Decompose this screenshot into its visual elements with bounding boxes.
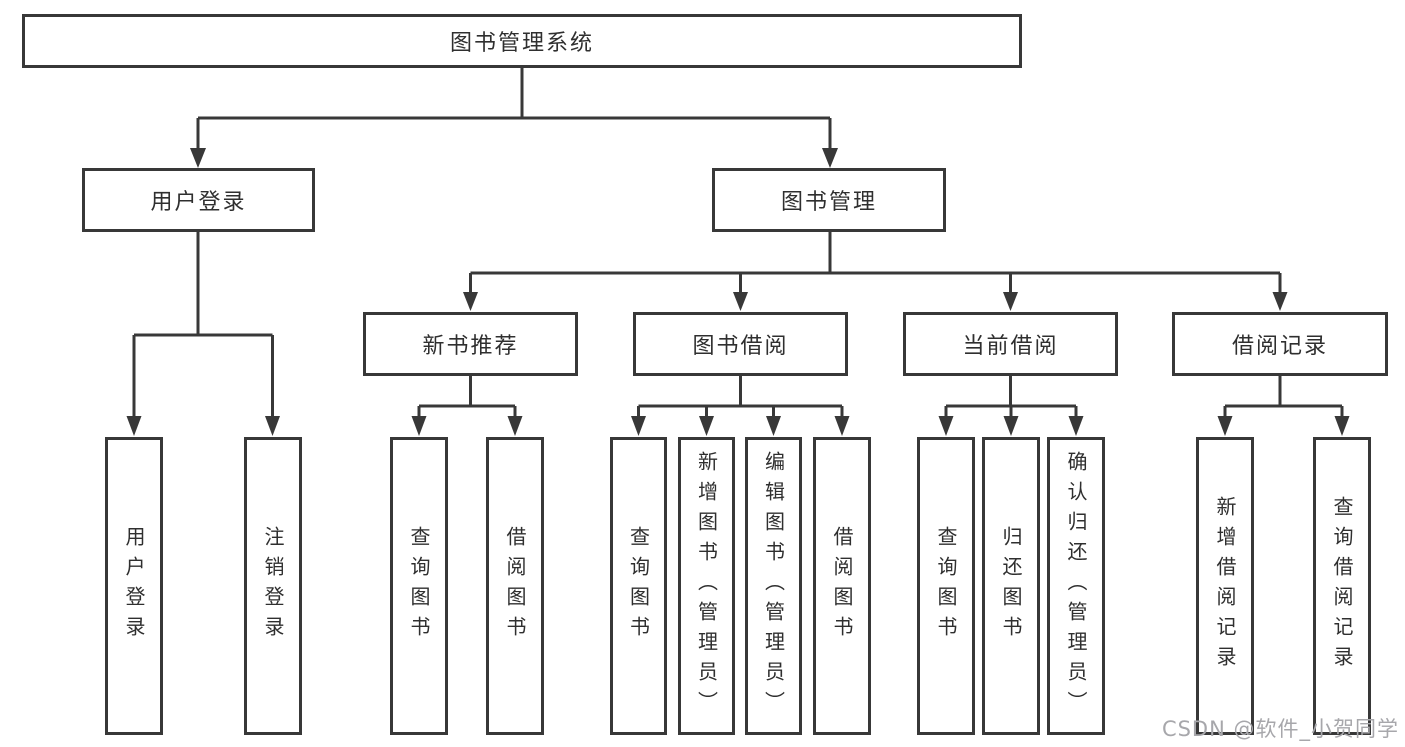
leaf-logout: 注销登录 [244,437,302,735]
leaf-confirm-return-admin: 确认归还（管理员） [1047,437,1105,735]
node-book-borrowing: 图书借阅 [633,312,848,376]
node-borrowing-records: 借阅记录 [1172,312,1388,376]
leaf-borrow-books: 借阅图书 [813,437,871,735]
node-new-book-recommend: 新书推荐 [363,312,578,376]
node-user-login: 用户登录 [82,168,315,232]
leaf-query-books-recommend: 查询图书 [390,437,448,735]
node-book-management: 图书管理 [712,168,946,232]
leaf-add-books-admin: 新增图书（管理员） [678,437,735,735]
leaf-query-borrow-record: 查询借阅记录 [1313,437,1371,735]
node-library-management-system: 图书管理系统 [22,14,1022,68]
leaf-edit-books-admin: 编辑图书（管理员） [745,437,802,735]
leaf-user-login: 用户登录 [105,437,163,735]
leaf-add-borrow-record: 新增借阅记录 [1196,437,1254,735]
leaf-query-books-current: 查询图书 [917,437,975,735]
leaf-query-books-borrowing: 查询图书 [610,437,667,735]
leaf-borrow-books-recommend: 借阅图书 [486,437,544,735]
leaf-return-books: 归还图书 [982,437,1040,735]
node-current-borrowing: 当前借阅 [903,312,1118,376]
csdn-watermark: CSDN @软件_小贺同学 [1161,717,1399,741]
